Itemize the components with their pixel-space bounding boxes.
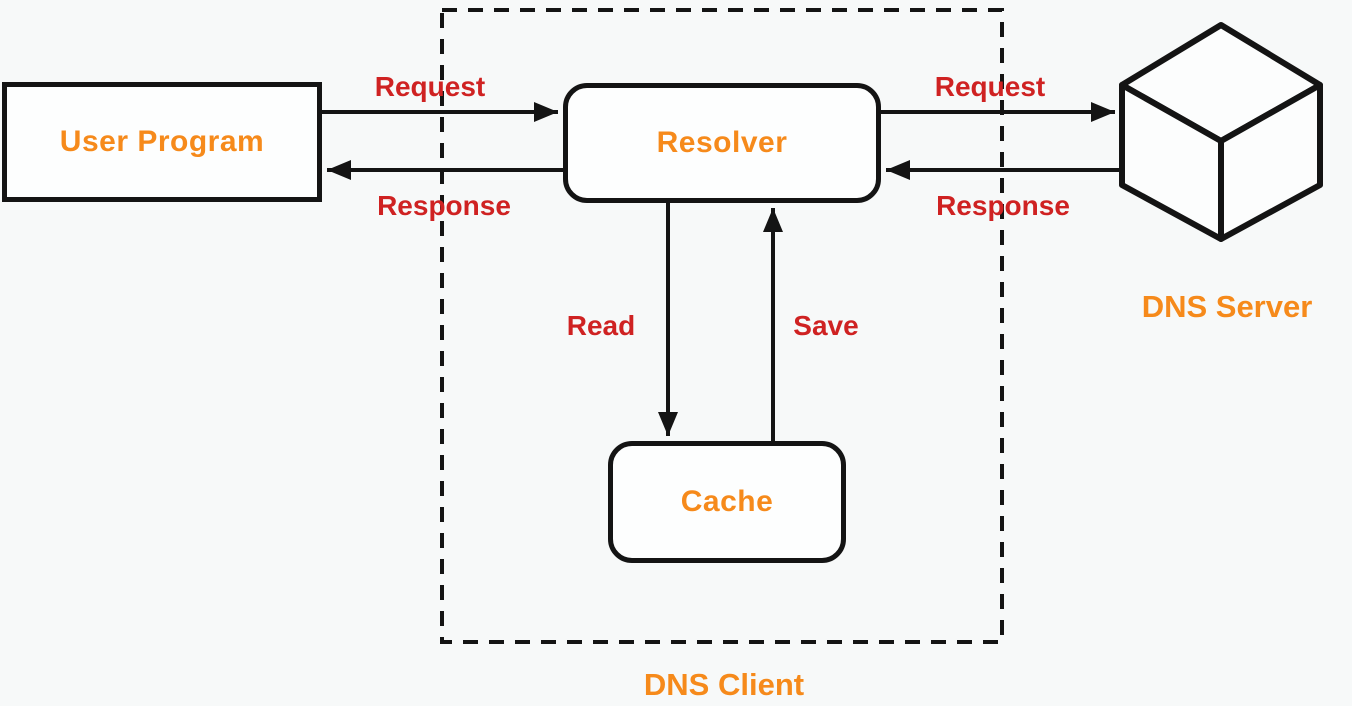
node-cache: Cache <box>608 441 846 563</box>
node-resolver: Resolver <box>563 83 881 203</box>
node-dns-server-label: DNS Server <box>1141 289 1313 324</box>
node-user-program-label: User Program <box>59 125 265 158</box>
edge-label-save: Save <box>793 310 859 341</box>
node-resolver-label: Resolver <box>656 126 788 159</box>
edge-label-request-user-resolver: Request <box>374 71 486 102</box>
cube-icon <box>1119 22 1323 242</box>
edge-label-response-resolver-user: Response <box>377 190 511 221</box>
edge-label-request-resolver-server: Request <box>934 71 1046 102</box>
edge-label-response-server-resolver: Response <box>936 190 1070 221</box>
node-cache-label: Cache <box>680 485 774 518</box>
node-user-program: User Program <box>2 82 322 202</box>
dns-client-group-border <box>440 8 1004 644</box>
dns-client-group-label: DNS Client <box>643 667 805 702</box>
edge-label-read: Read <box>566 310 636 341</box>
